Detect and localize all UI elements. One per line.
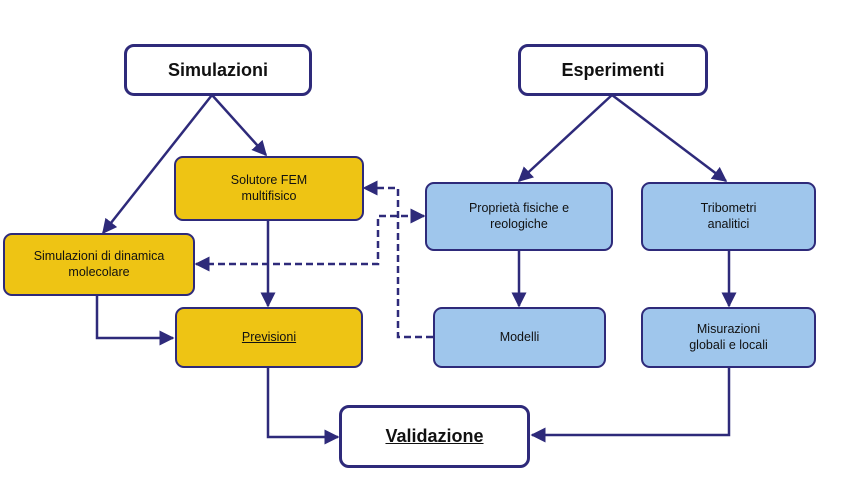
node-simulazioni: Simulazioni — [124, 44, 312, 96]
arrow-dinamica-to-previsioni — [95, 296, 175, 346]
arrow-esperimenti-to-proprieta — [517, 94, 613, 183]
arrow-simulazioni-to-dinamica — [102, 94, 213, 235]
dashed-arrow-modelli-to-fem — [362, 180, 433, 339]
node-tribometri: Tribometri analitici — [641, 182, 816, 251]
node-validazione: Validazione — [339, 405, 530, 468]
node-solutore-fem: Solutore FEM multifisico — [174, 156, 364, 221]
arrow-misurazioni-to-validazione — [530, 368, 731, 443]
node-esperimenti: Esperimenti — [518, 44, 708, 96]
arrow-simulazioni-to-fem — [211, 94, 268, 157]
arrow-esperimenti-to-tribometri — [611, 94, 728, 182]
arrow-previsioni-to-validazione — [266, 368, 340, 445]
node-modelli: Modelli — [433, 307, 606, 368]
node-previsioni: Previsioni — [175, 307, 363, 368]
node-dinamica-molecolare: Simulazioni di dinamica molecolare — [3, 233, 195, 296]
dashed-arrow-proprieta-to-dinamica — [194, 208, 426, 272]
node-misurazioni: Misurazioni globali e locali — [641, 307, 816, 368]
node-proprieta: Proprietà fisiche e reologiche — [425, 182, 613, 251]
